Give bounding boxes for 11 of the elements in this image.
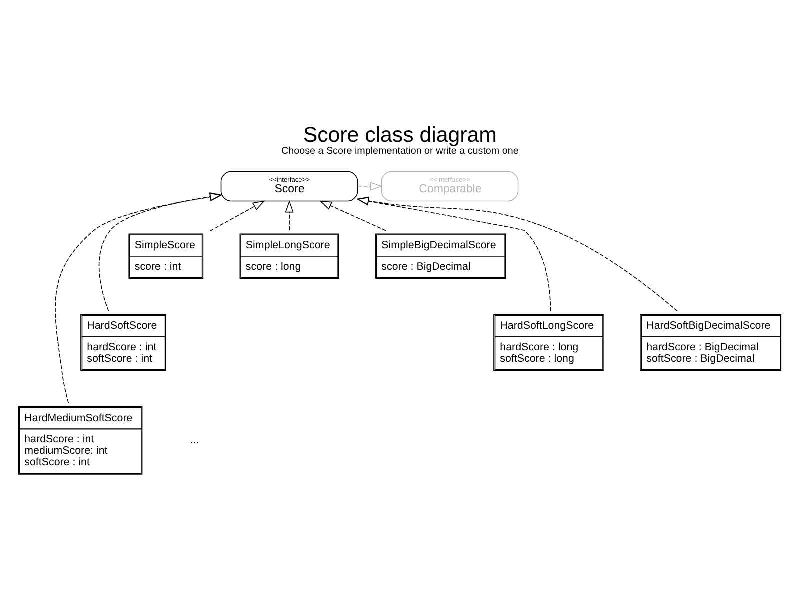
caption: Choose a Score implementation or write a custom one [282,146,519,158]
label: ... [190,434,200,446]
arrow [98,192,222,312]
arrow [55,193,222,404]
arrow [356,197,552,312]
arrow [285,200,294,231]
arrow [356,196,678,312]
arrow [210,200,266,232]
arrow [357,182,383,191]
arrow [320,200,386,232]
diagram-title: Score class diagram [303,122,497,147]
